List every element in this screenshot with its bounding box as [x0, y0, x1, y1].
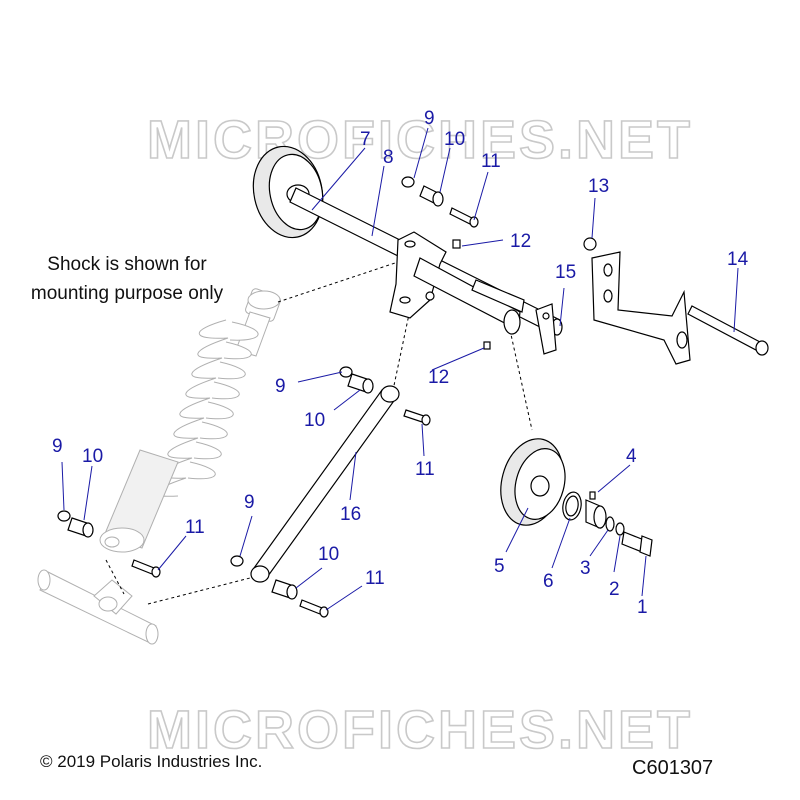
- bolt-11-top: [449, 207, 479, 228]
- washer-2: [615, 522, 625, 536]
- callout-10-bottom: 10: [318, 544, 339, 565]
- nut-13: [583, 237, 597, 251]
- leader-lines: [61, 127, 739, 611]
- callouts: 7 8 9 10 11 12 13 14 15 12 9 10 11 16 9 …: [52, 108, 749, 618]
- callout-9-left: 9: [52, 436, 63, 457]
- fitting-12-lower: [483, 341, 491, 350]
- wheel-5: [500, 438, 566, 526]
- bolt-14: [687, 305, 769, 356]
- shock-note-line1: Shock is shown for: [47, 254, 207, 275]
- lower-crossbar-ghost: [37, 569, 159, 645]
- callout-13: 13: [588, 176, 609, 197]
- fitting-12-top: [452, 239, 461, 249]
- bushing-10-left: [67, 517, 94, 538]
- callout-5: 5: [494, 556, 505, 577]
- callout-9-mid: 9: [275, 376, 286, 397]
- callout-16: 16: [340, 504, 361, 525]
- carrier-bracket: [389, 231, 557, 355]
- callout-3: 3: [580, 558, 591, 579]
- bushing-10-bottom: [271, 579, 298, 600]
- bolt-11-bottom: [299, 599, 329, 618]
- callout-12-top: 12: [510, 231, 531, 252]
- callout-9-top: 9: [424, 108, 435, 129]
- callout-12-lower: 12: [428, 367, 449, 388]
- nut-9-left: [57, 510, 71, 522]
- bolt-11-mid: [403, 409, 431, 426]
- callout-7: 7: [360, 129, 371, 150]
- bolt-1: [621, 531, 653, 557]
- bracket-15: [591, 251, 691, 365]
- callout-4: 4: [626, 446, 637, 467]
- bushing-10-mid: [347, 373, 374, 394]
- figure-id: C601307: [632, 757, 714, 779]
- washer-3: [605, 516, 615, 532]
- bushing-10-top: [419, 185, 444, 207]
- copyright-text: © 2019 Polaris Industries Inc.: [40, 752, 263, 771]
- callout-10-mid: 10: [304, 410, 325, 431]
- callout-14: 14: [727, 249, 749, 270]
- assembly-lines: [105, 261, 533, 605]
- spacer-4: [585, 491, 607, 529]
- nut-9-top: [401, 176, 415, 188]
- callout-2: 2: [609, 579, 620, 600]
- callout-10-top: 10: [444, 129, 465, 150]
- ring-6: [562, 491, 582, 521]
- callout-11-mid: 11: [415, 459, 435, 480]
- shock-note-line2: mounting purpose only: [30, 283, 224, 304]
- callout-10-left: 10: [82, 446, 103, 467]
- callout-1: 1: [637, 597, 648, 618]
- callout-11-top: 11: [481, 151, 501, 172]
- callout-11-left: 11: [185, 517, 205, 538]
- callout-15: 15: [555, 262, 576, 283]
- shock-absorber-ghost: [99, 288, 281, 553]
- callout-6: 6: [543, 571, 554, 592]
- callout-8: 8: [383, 147, 394, 168]
- shock-note: Shock is shown for mounting purpose only: [14, 250, 240, 308]
- rod-16: [250, 385, 400, 583]
- callout-11-bottom: 11: [365, 568, 385, 589]
- watermark-top: MICROFICHES.NET: [147, 110, 693, 170]
- callout-9-bottom: 9: [244, 492, 255, 513]
- watermark-bottom: MICROFICHES.NET: [147, 700, 693, 760]
- nut-9-bottom: [230, 555, 244, 567]
- bolt-11-left: [131, 559, 161, 578]
